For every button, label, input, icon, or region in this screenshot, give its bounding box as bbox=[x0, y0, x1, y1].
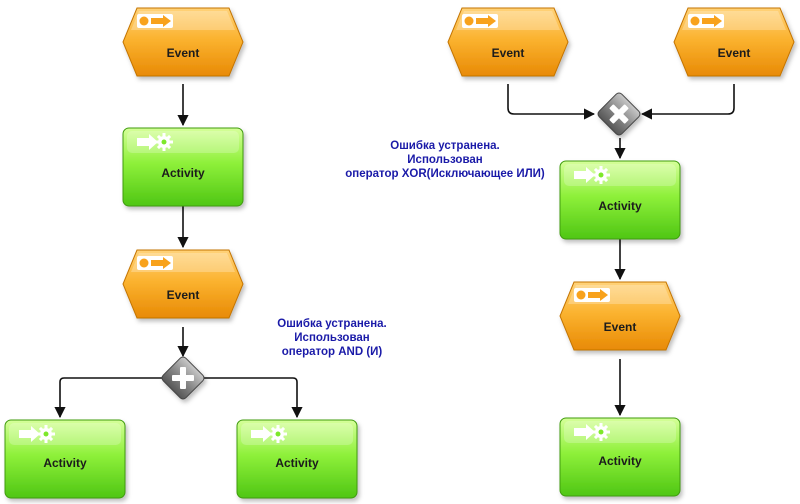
activity-label: Activity bbox=[598, 454, 642, 468]
event-node[interactable]: Event bbox=[559, 281, 681, 351]
note-line: Использован bbox=[407, 154, 483, 166]
activity-node[interactable]: Activity bbox=[122, 127, 244, 207]
note-line: Ошибка устранена. bbox=[390, 140, 500, 152]
connector-event-to-xor-right bbox=[640, 84, 735, 120]
activity-label: Activity bbox=[275, 456, 319, 470]
connector-and-to-activity-right bbox=[204, 377, 303, 419]
event-trigger-icon bbox=[688, 14, 724, 28]
event-node[interactable]: Event bbox=[122, 7, 244, 77]
event-node[interactable]: Event bbox=[447, 7, 569, 77]
xor-operator[interactable] bbox=[596, 91, 641, 136]
note-line: Использован bbox=[294, 332, 370, 344]
activity-node[interactable]: Activity bbox=[4, 419, 126, 499]
event-label: Event bbox=[604, 320, 637, 334]
event-node[interactable]: Event bbox=[122, 249, 244, 319]
event-trigger-icon bbox=[462, 14, 498, 28]
connectors-right bbox=[507, 84, 735, 417]
activity-label: Activity bbox=[43, 456, 87, 470]
connector-and-to-activity-left bbox=[54, 377, 162, 419]
event-label: Event bbox=[167, 46, 200, 60]
note-line: оператор AND (И) bbox=[281, 346, 383, 358]
and-operator[interactable] bbox=[160, 355, 205, 400]
event-label: Event bbox=[167, 288, 200, 302]
event-trigger-icon bbox=[137, 14, 173, 28]
activity-node[interactable]: Activity bbox=[559, 160, 681, 240]
activity-node[interactable]: Activity bbox=[236, 419, 358, 499]
activity-node[interactable]: Activity bbox=[559, 417, 681, 497]
x-icon bbox=[609, 104, 629, 124]
event-trigger-icon bbox=[574, 288, 610, 302]
note-line: Ошибка устранена. bbox=[277, 318, 387, 330]
connector-event-to-xor-left bbox=[507, 84, 596, 120]
plus-icon bbox=[172, 367, 194, 389]
note-line: оператор XOR(Исключающее ИЛИ) bbox=[345, 168, 545, 180]
connectors-left bbox=[54, 84, 303, 419]
event-label: Event bbox=[718, 46, 751, 60]
event-node[interactable]: Event bbox=[673, 7, 795, 77]
and-operator-note: Ошибка устранена. Использован оператор A… bbox=[252, 317, 412, 359]
xor-operator-note: Ошибка устранена. Использован оператор X… bbox=[320, 139, 570, 181]
event-trigger-icon bbox=[137, 256, 173, 270]
activity-label: Activity bbox=[161, 166, 205, 180]
activity-label: Activity bbox=[598, 199, 642, 213]
event-label: Event bbox=[492, 46, 525, 60]
